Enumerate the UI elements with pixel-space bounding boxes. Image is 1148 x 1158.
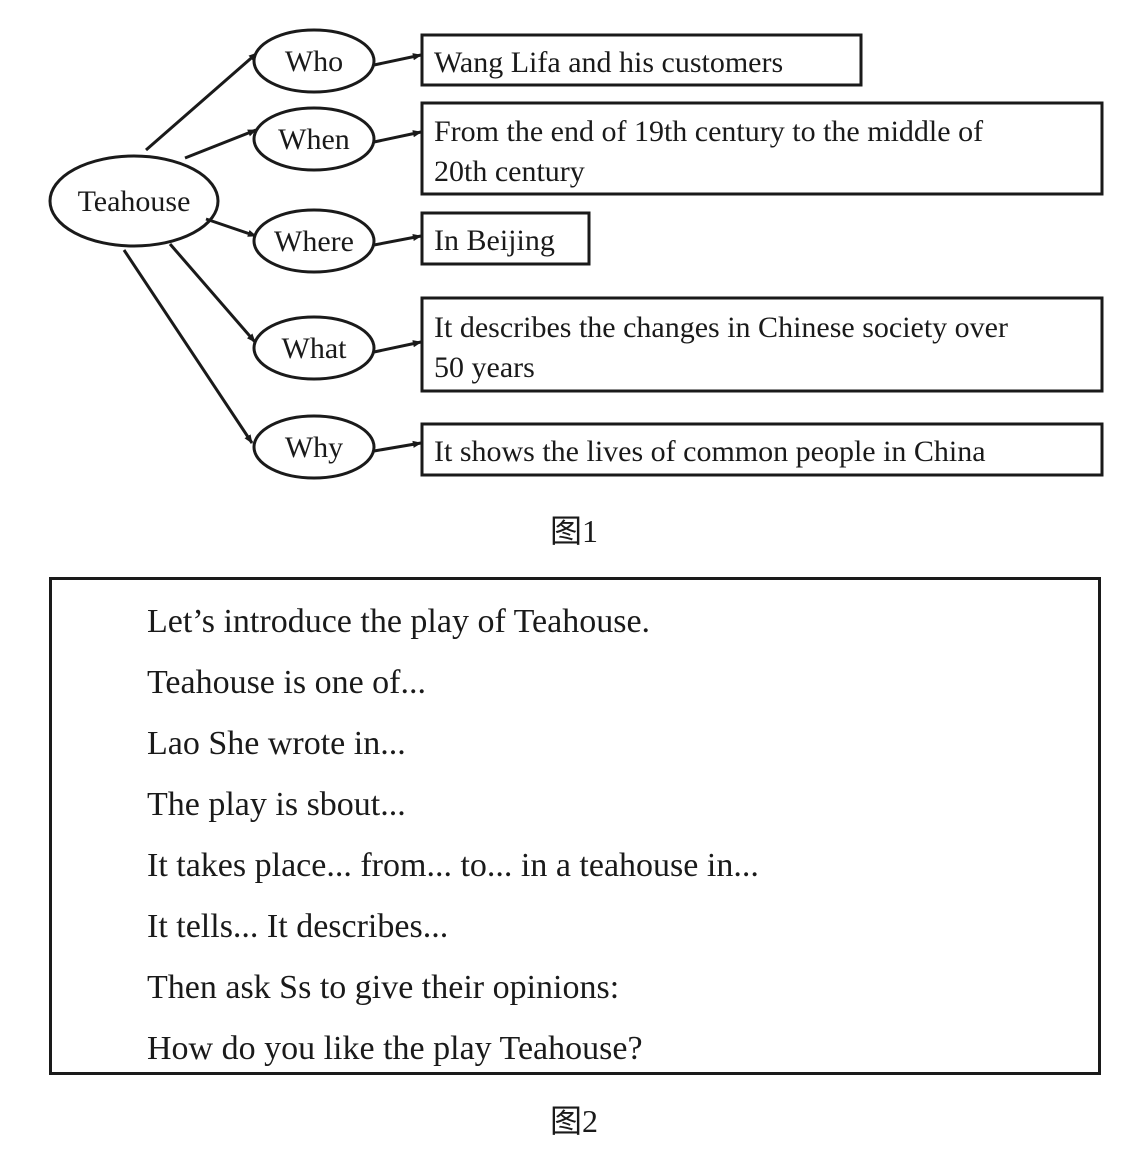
arrow-center-to-why	[122, 249, 254, 444]
answer-box-why: It shows the lives of common people in C…	[420, 422, 1104, 477]
figure-1-caption: 图1	[549, 513, 598, 549]
answer-text-who-line-1: Wang Lifa and his customers	[434, 46, 783, 79]
prompt-line: How do you like the play Teahouse?	[147, 1030, 643, 1067]
question-label-who: Who	[285, 45, 343, 78]
question-label-why: Why	[285, 431, 343, 464]
center-node-label: Teahouse	[78, 185, 191, 218]
center-node: Teahouse	[48, 154, 220, 248]
arrow-center-to-who	[145, 51, 258, 152]
question-label-where: Where	[274, 225, 354, 258]
answer-text-when-line-1: From the end of 19th century to the midd…	[434, 115, 983, 148]
question-node-when: When	[252, 106, 376, 172]
answer-text-when-line-2: 20th century	[434, 155, 585, 188]
answer-box-when: From the end of 19th century to the midd…	[420, 101, 1104, 196]
question-label-what: What	[282, 332, 348, 365]
answer-text-why-line-1: It shows the lives of common people in C…	[434, 435, 986, 468]
prompt-line: It takes place... from... to... in a tea…	[147, 847, 759, 884]
arrow-what-to-answer	[373, 340, 422, 354]
answer-text-what-line-2: 50 years	[434, 351, 535, 384]
arrow-center-to-when	[184, 128, 257, 160]
figure-2-caption: 图2	[549, 1103, 598, 1139]
prompt-line: The play is sbout...	[147, 786, 406, 823]
question-node-why: Why	[252, 414, 376, 480]
introduction-prompt-box: Let’s introduce the play of Teahouse. Te…	[49, 577, 1101, 1075]
prompt-line: Let’s introduce the play of Teahouse.	[147, 603, 651, 640]
prompt-line: It tells... It describes...	[147, 908, 449, 945]
arrow-where-to-answer	[373, 233, 422, 247]
question-node-who: Who	[252, 28, 376, 94]
arrow-center-to-where	[205, 217, 257, 238]
teahouse-mind-map: Teahouse Who When Where What Why Wang Li…	[48, 28, 1104, 480]
answer-box-where: In Beijing	[420, 211, 591, 266]
arrow-when-to-answer	[373, 130, 422, 144]
arrow-center-to-what	[168, 243, 257, 343]
prompt-line: Then ask Ss to give their opinions:	[147, 969, 620, 1006]
answer-text-where-line-1: In Beijing	[434, 224, 555, 257]
prompt-line: Teahouse is one of...	[147, 664, 426, 701]
answer-box-what: It describes the changes in Chinese soci…	[420, 296, 1104, 393]
answer-box-who: Wang Lifa and his customers	[420, 33, 863, 87]
arrow-why-to-answer	[373, 440, 422, 453]
question-label-when: When	[278, 123, 350, 156]
answer-text-what-line-1: It describes the changes in Chinese soci…	[434, 311, 1008, 344]
question-node-where: Where	[252, 208, 376, 274]
prompt-lines: Let’s introduce the play of Teahouse. Te…	[147, 598, 759, 1086]
question-node-what: What	[252, 315, 376, 381]
prompt-line: Lao She wrote in...	[147, 725, 406, 762]
arrow-who-to-answer	[373, 53, 422, 67]
